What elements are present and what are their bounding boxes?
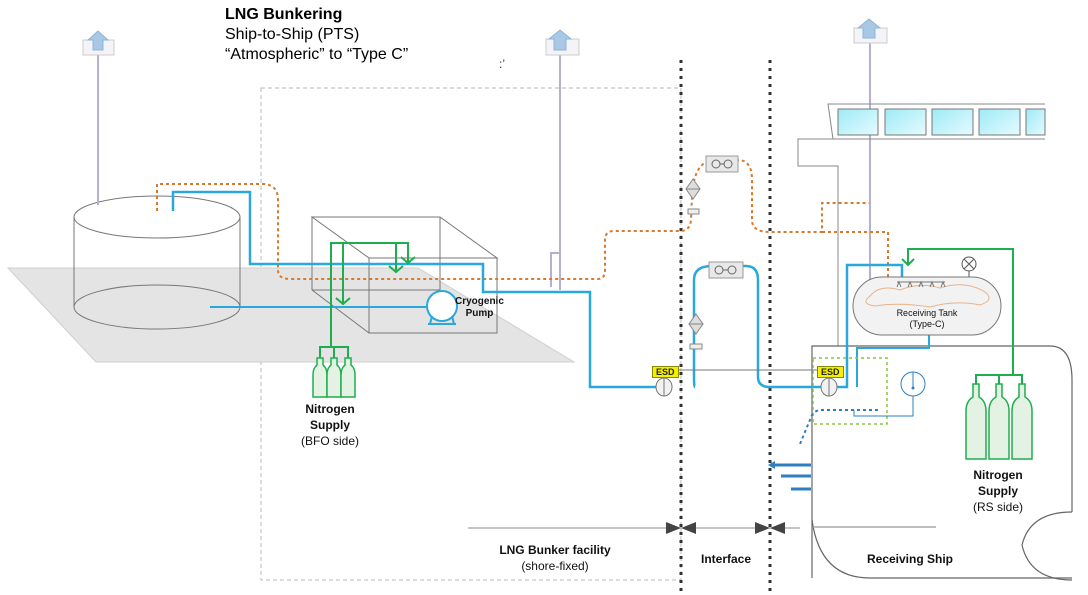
receiving-tank-line-1: Receiving Tank <box>896 308 958 318</box>
nitrogen-bfo-line-1: Nitrogen <box>305 402 355 416</box>
bridge-windows <box>837 108 1046 136</box>
strainer-icon <box>688 313 704 350</box>
zone-arrow-left <box>666 522 696 534</box>
dry-break-coupling-icon <box>708 261 744 279</box>
receiving-tank-label: Receiving Tank (Type-C) <box>858 308 996 330</box>
title-line-2: Ship-to-Ship (PTS) <box>225 26 360 43</box>
vent-mast-right <box>853 18 888 282</box>
esd-badge-right: ESD <box>817 366 844 378</box>
dry-break-coupling-icon <box>705 155 739 173</box>
zone-interface: Interface <box>700 552 752 566</box>
nitrogen-cylinders-rs <box>965 383 1033 460</box>
zone-bunker-line-1: LNG Bunker facility <box>499 543 611 557</box>
shore-deck-plane <box>6 267 576 363</box>
zone-receiving-ship: Receiving Ship <box>866 552 954 566</box>
pump-icon <box>426 290 458 325</box>
drip-tray-line <box>799 409 878 445</box>
strainer-icon <box>685 178 701 215</box>
diagram-title: LNG Bunkering Ship-to-Ship (PTS) “Atmosp… <box>225 5 408 65</box>
water-curtain <box>770 463 811 491</box>
receiving-tank-line-2: (Type-C) <box>909 319 945 329</box>
nitrogen-rs-line-2: Supply <box>977 484 1018 498</box>
water-curtain-arrow <box>768 461 775 469</box>
lng-transfer-line <box>171 190 904 389</box>
nitrogen-cylinders-bfo <box>312 357 356 398</box>
level-indicator-icon <box>961 256 977 277</box>
title-line-1: LNG Bunkering <box>225 6 343 23</box>
vent-arrow-icon <box>86 30 110 51</box>
vent-arrow-icon <box>547 29 573 51</box>
ship-bridge <box>797 103 1045 346</box>
nitrogen-rs-line-3: (RS side) <box>972 500 1023 514</box>
stray-mark: :’ <box>499 57 505 71</box>
vent-arrow-icon <box>856 18 882 39</box>
manifold-area <box>812 357 888 425</box>
nitrogen-line-rs <box>901 248 1023 384</box>
vent-mast-center <box>545 29 580 290</box>
vent-mast-left <box>82 30 115 205</box>
zone-bunker-facility: LNG Bunker facility (shore-fixed) <box>480 542 630 574</box>
pump-enclosure <box>310 216 499 334</box>
pump-label-line-2: Pump <box>465 308 494 319</box>
nitrogen-line-bfo <box>319 242 416 358</box>
pump-label-line-1: Cryogenic <box>455 296 504 307</box>
gauge-icon <box>853 371 926 417</box>
nitrogen-rs-label: Nitrogen Supply (RS side) <box>958 467 1038 515</box>
title-line-3: “Atmospheric” to “Type C” <box>225 46 409 63</box>
nitrogen-bfo-label: Nitrogen Supply (BFO side) <box>290 401 370 449</box>
nitrogen-rs-line-1: Nitrogen <box>973 468 1023 482</box>
receiving-ship-hull <box>811 345 1073 581</box>
vapour-return-line <box>156 159 889 280</box>
zone-bunker-line-2: (shore-fixed) <box>521 559 589 573</box>
esd-badge-left: ESD <box>652 366 679 378</box>
zone-arrow-right <box>755 522 785 534</box>
nitrogen-bfo-line-2: Supply <box>309 418 350 432</box>
cryogenic-pump-label: Cryogenic Pump <box>455 296 504 320</box>
nitrogen-bfo-line-3: (BFO side) <box>300 434 359 448</box>
lng-tank-bottom-line <box>856 335 930 387</box>
ball-valve-icon <box>820 374 838 397</box>
receiving-tank <box>852 276 1002 336</box>
